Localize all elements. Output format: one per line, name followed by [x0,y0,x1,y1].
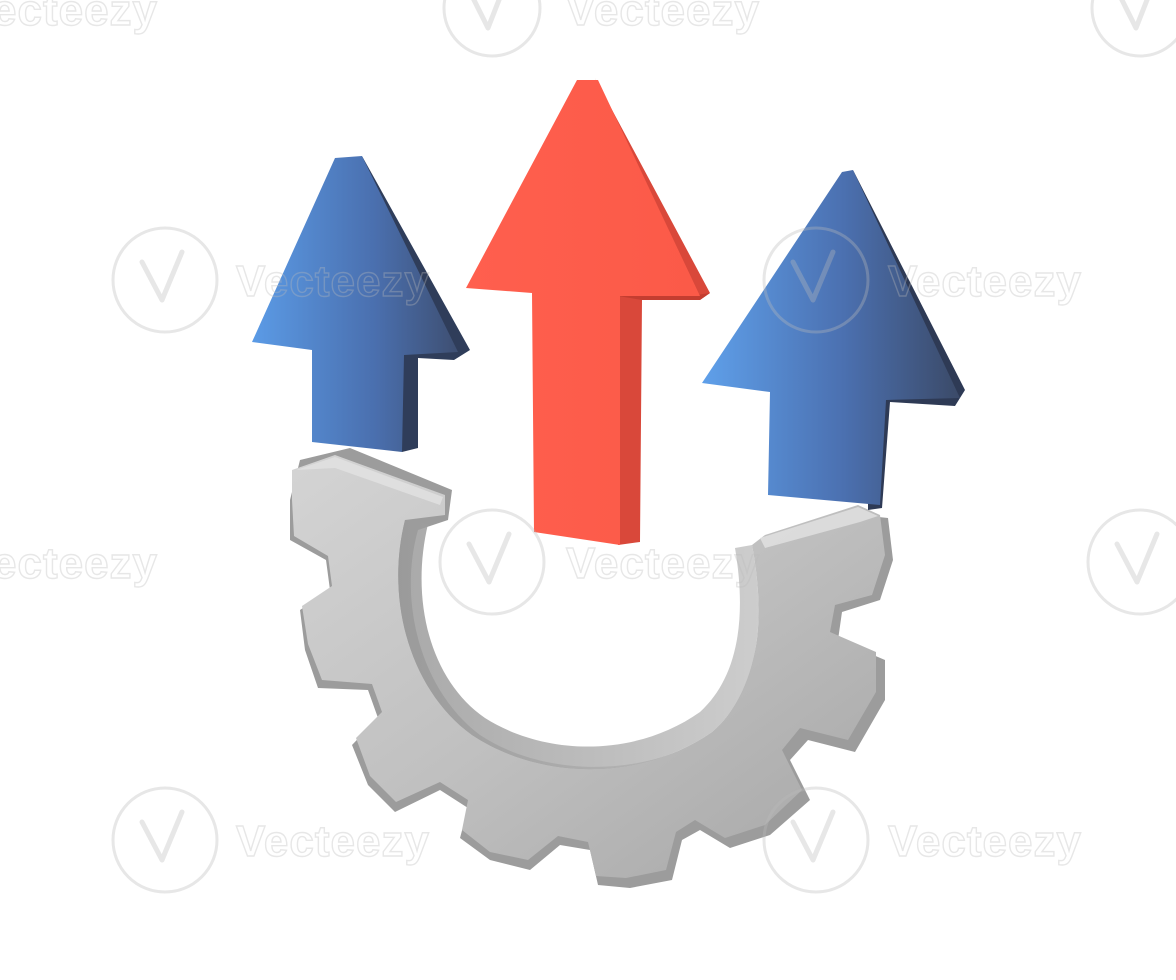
vecteezy-logo-icon [762,226,870,334]
watermark-text: ecteezy [0,0,158,35]
watermark: ecteezy Vecteezy Vecteezy Vecteezy ectee… [0,0,1176,894]
watermark-text: ecteezy [0,539,158,588]
watermark-text: Vecteezy [236,817,430,866]
gear-icon [290,448,893,888]
vecteezy-logo-icon [111,786,219,894]
vecteezy-logo-icon [1086,508,1176,616]
watermark-text: Vecteezy [236,257,430,306]
watermark-text: Vecteezy [566,539,760,588]
watermark-text: Vecteezy [888,817,1082,866]
arrow-up-icon [466,78,710,545]
vecteezy-logo-icon [762,786,870,894]
arrow-up-icon [702,170,965,510]
watermark-text: Vecteezy [566,0,760,35]
vecteezy-logo-icon [111,226,219,334]
arrow-up-icon [252,156,470,452]
vecteezy-logo-icon [442,0,542,58]
vecteezy-logo-icon [1090,0,1176,58]
watermark-text: Vecteezy [888,257,1082,306]
vecteezy-logo-icon [438,508,546,616]
